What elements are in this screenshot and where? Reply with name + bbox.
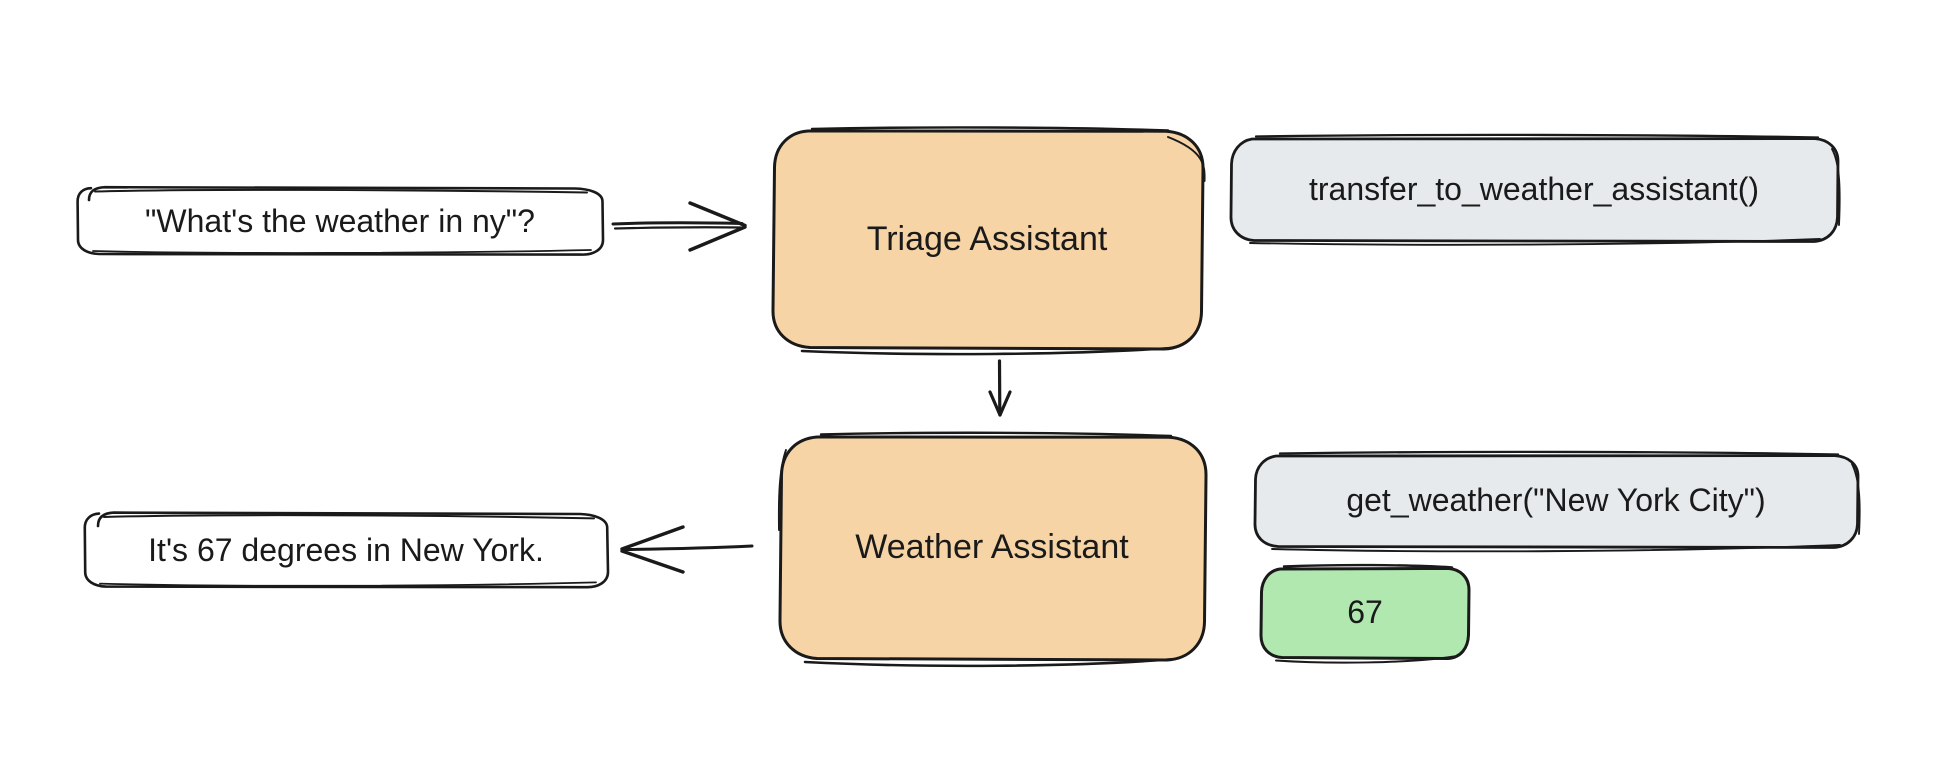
edge-weather-to-reply [620, 525, 754, 574]
node-weather-result[interactable]: 67 [1258, 563, 1472, 664]
node-getweather-tool-call[interactable]: get_weather("New York City") [1252, 450, 1861, 553]
node-triage-assistant[interactable]: Triage Assistant [768, 125, 1206, 356]
node-transfer-tool-call[interactable]: transfer_to_weather_assistant() [1228, 133, 1841, 246]
getweather-tool-call-label: get_weather("New York City") [1346, 482, 1766, 518]
edge-triage-to-weather [988, 359, 1012, 417]
user-query-label: "What's the weather in ny"? [145, 203, 535, 239]
edge-query-to-triage [611, 201, 747, 252]
weather-assistant-label: Weather Assistant [855, 527, 1129, 566]
transfer-tool-call-label: transfer_to_weather_assistant() [1309, 171, 1759, 207]
node-user-query[interactable]: "What's the weather in ny"? [75, 185, 605, 257]
node-agent-reply[interactable]: It's 67 degrees in New York. [82, 510, 610, 590]
agent-reply-label: It's 67 degrees in New York. [148, 532, 544, 568]
triage-assistant-label: Triage Assistant [866, 219, 1108, 258]
weather-result-label: 67 [1347, 594, 1383, 630]
node-weather-assistant[interactable]: Weather Assistant [775, 430, 1209, 668]
